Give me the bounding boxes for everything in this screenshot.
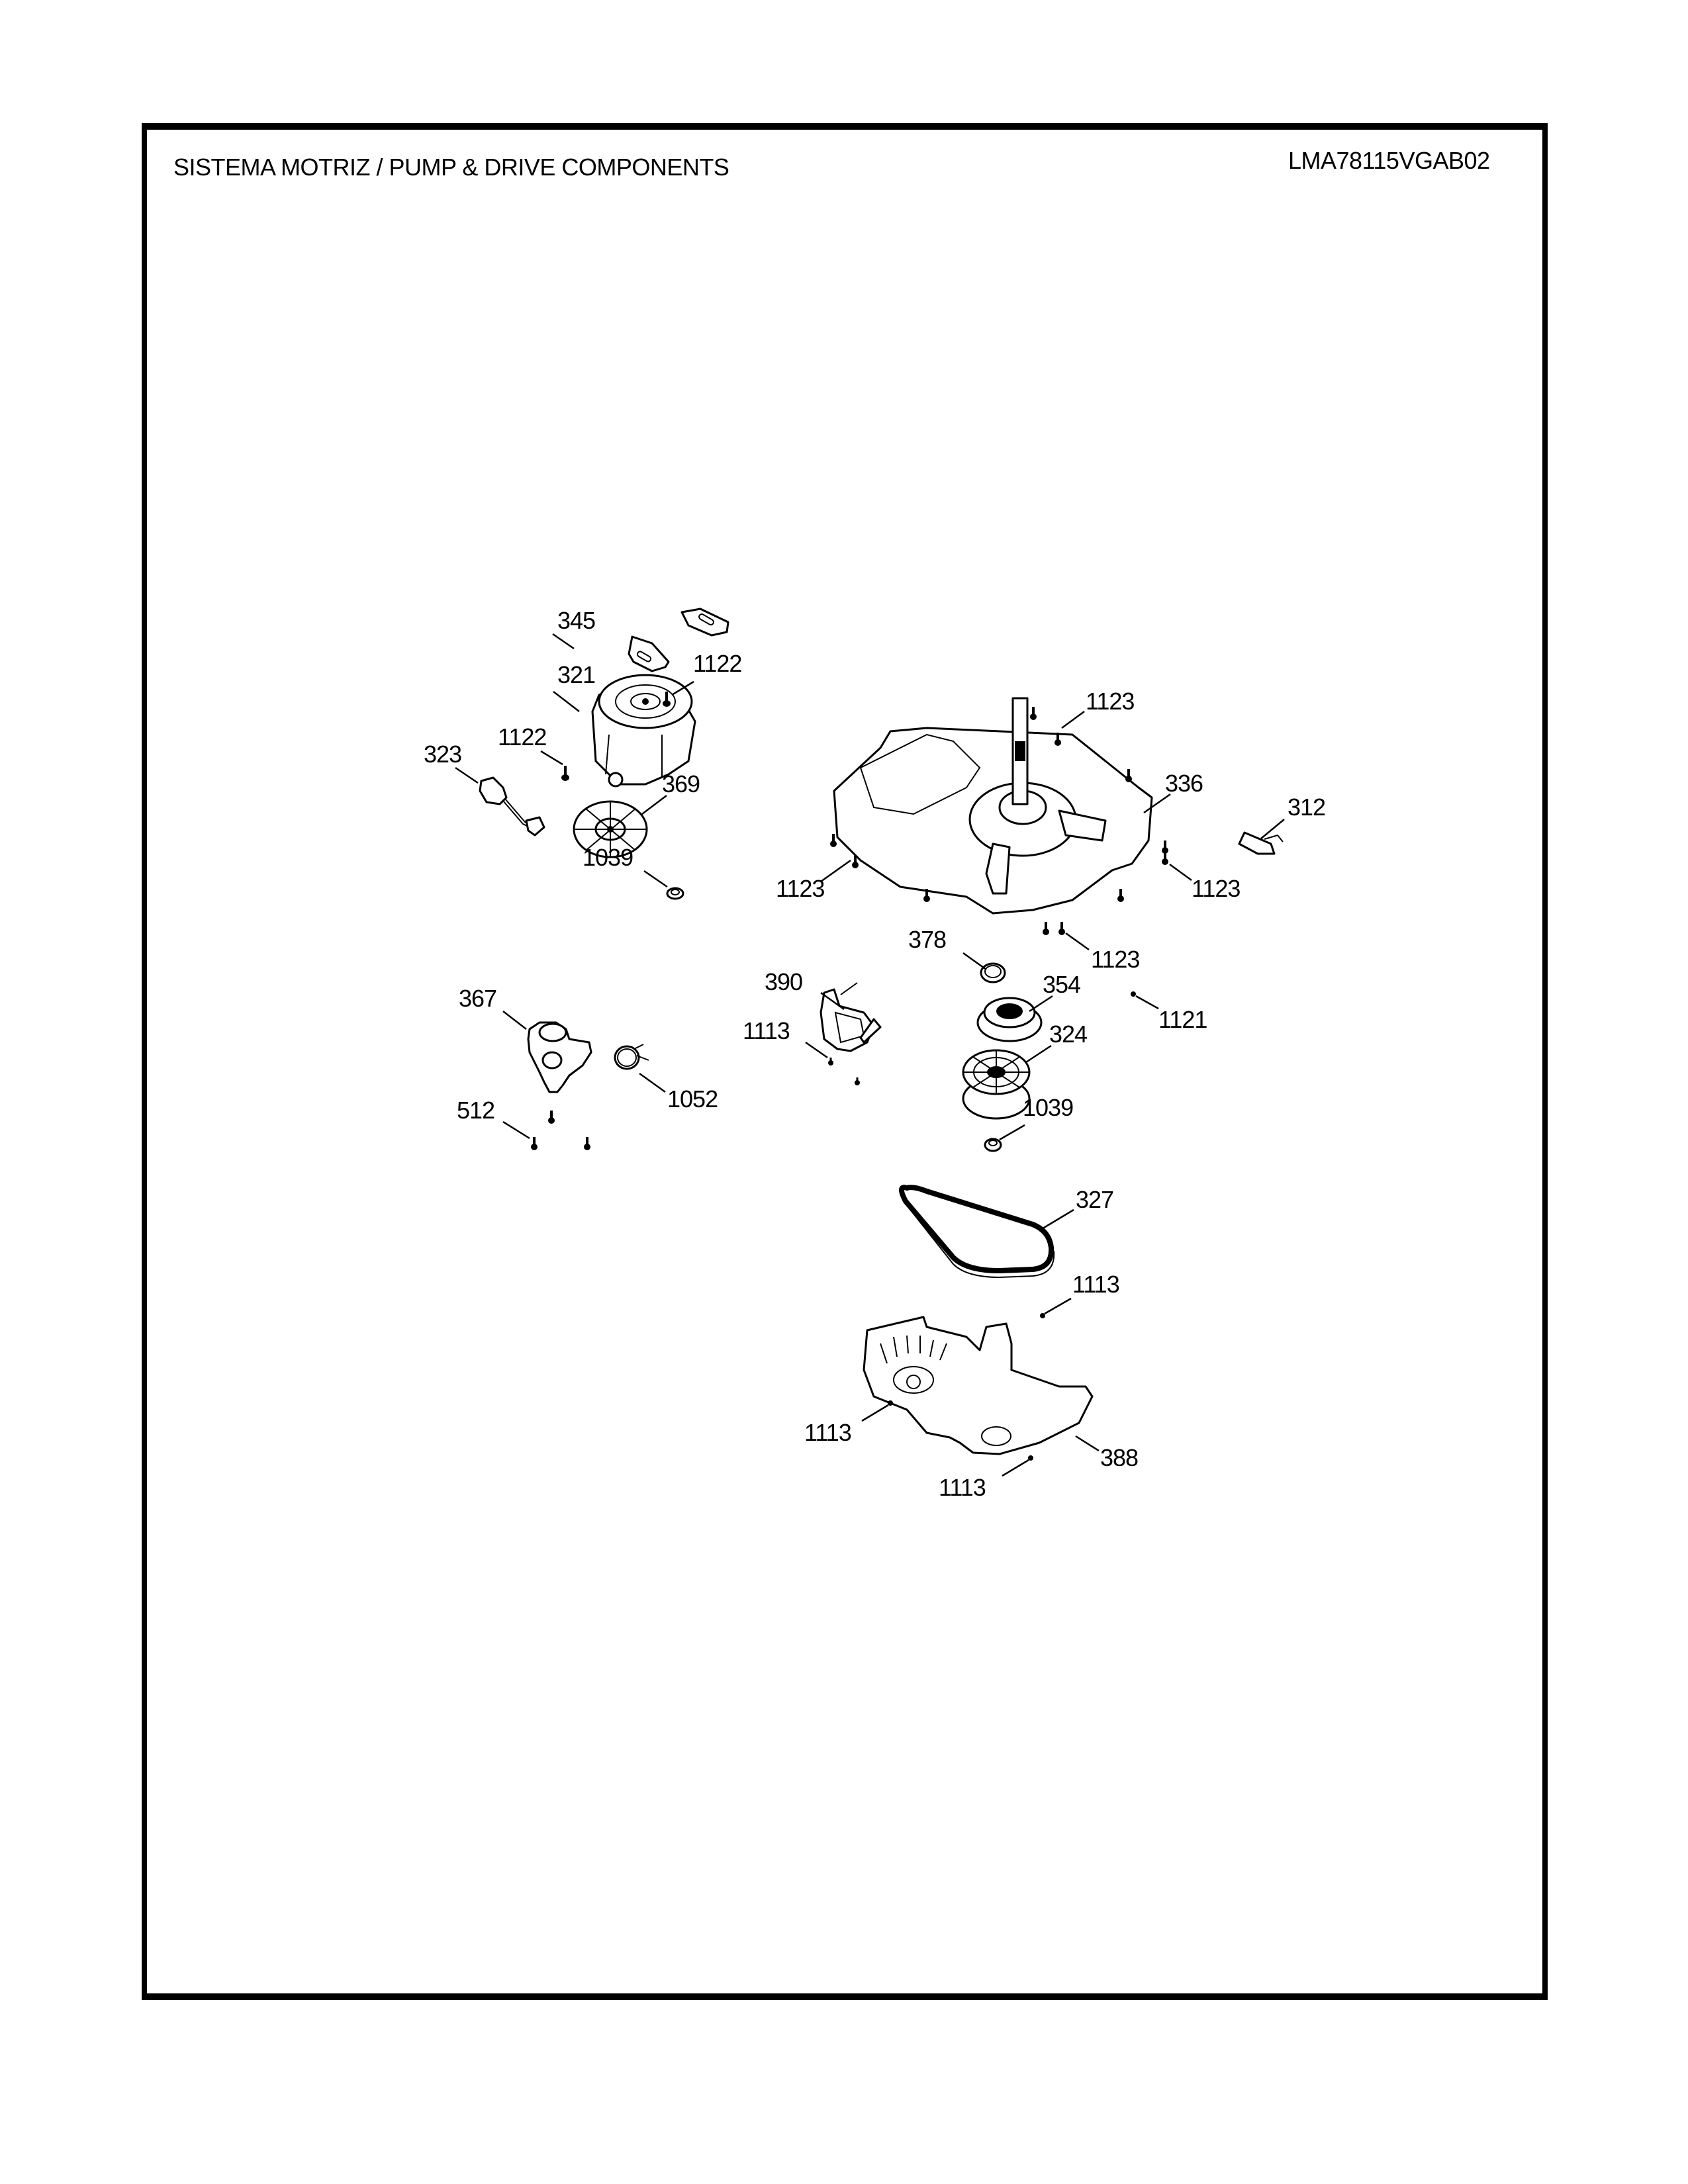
- callout-1039a: 1039: [583, 844, 633, 871]
- part-345-mount-pads: [628, 608, 729, 672]
- callout-1123c: 1123: [1192, 875, 1240, 902]
- leader-345: [552, 633, 575, 650]
- leader-1123c: [1169, 863, 1192, 882]
- callout-324: 324: [1049, 1021, 1087, 1048]
- screw-icon: [888, 1400, 893, 1406]
- screw-icon: [531, 1137, 538, 1150]
- leader-354: [1029, 995, 1053, 1013]
- screw-icon: [855, 1077, 860, 1085]
- callout-336: 336: [1165, 770, 1203, 797]
- leader-1121: [1135, 995, 1159, 1010]
- screw-icon: [1162, 841, 1168, 854]
- leader-1113d: [1002, 1459, 1029, 1477]
- callout-1113a: 1113: [743, 1017, 790, 1044]
- callout-1113c: 1113: [804, 1419, 851, 1446]
- part-324-transmission-pulley: [962, 1049, 1031, 1120]
- screw-icon: [828, 1058, 833, 1066]
- nut-icon: [666, 887, 684, 900]
- callout-1039b: 1039: [1023, 1094, 1073, 1121]
- callout-1122a: 1122: [693, 650, 741, 677]
- callout-1122b: 1122: [498, 723, 546, 751]
- leader-378: [962, 952, 987, 971]
- screw-icon: [548, 1111, 555, 1124]
- callout-367: 367: [459, 985, 496, 1012]
- callout-321: 321: [557, 661, 595, 688]
- callout-369: 369: [662, 770, 700, 797]
- screw-icon: [1028, 1455, 1033, 1461]
- diagram-title: SISTEMA MOTRIZ / PUMP & DRIVE COMPONENTS: [173, 154, 729, 181]
- leader-388: [1075, 1435, 1100, 1452]
- screw-icon: [1055, 733, 1061, 746]
- leader-323: [455, 766, 479, 784]
- part-367-drain-pump: [527, 1021, 592, 1093]
- leader-1122b: [540, 750, 563, 766]
- callout-378: 378: [908, 926, 946, 953]
- screw-icon: [663, 692, 671, 707]
- part-323-wire-harness: [479, 776, 545, 837]
- leader-369: [641, 795, 667, 815]
- screw-icon: [1058, 922, 1065, 935]
- leader-1123a: [1061, 710, 1085, 729]
- callout-1113b: 1113: [1072, 1271, 1119, 1298]
- leader-321: [553, 691, 580, 712]
- callout-323: 323: [424, 741, 461, 768]
- leader-1039b: [999, 1124, 1025, 1141]
- part-312-clip: [1238, 831, 1284, 855]
- callout-1113d: 1113: [939, 1474, 986, 1501]
- nut-icon: [984, 1138, 1002, 1152]
- callout-388: 388: [1100, 1444, 1138, 1471]
- leader-1123d: [1065, 932, 1090, 951]
- callout-327: 327: [1076, 1186, 1113, 1213]
- callout-312: 312: [1288, 794, 1325, 821]
- part-327-drive-belt: [899, 1185, 1055, 1279]
- leader-324: [1025, 1044, 1052, 1064]
- screw-icon: [1125, 769, 1132, 782]
- leader-1122a: [671, 680, 694, 696]
- callout-1123d: 1123: [1091, 946, 1139, 973]
- leader-1113c: [861, 1404, 889, 1422]
- screw-icon: [1131, 991, 1136, 997]
- model-number: LMA78115VGAB02: [1288, 147, 1490, 174]
- screw-icon: [852, 855, 859, 868]
- part-1052-hose-clamp: [614, 1044, 649, 1070]
- callout-1121: 1121: [1158, 1006, 1207, 1033]
- screw-icon: [561, 766, 569, 781]
- callout-390: 390: [765, 968, 802, 995]
- leader-1113b: [1044, 1297, 1072, 1315]
- part-321-drive-motor: [591, 674, 696, 788]
- callout-1123a: 1123: [1086, 688, 1134, 715]
- part-378-ring: [980, 962, 1006, 983]
- screw-icon: [830, 834, 837, 847]
- leader-312: [1260, 819, 1285, 839]
- screw-icon: [1043, 922, 1049, 935]
- part-369-motor-pulley: [573, 800, 648, 858]
- part-388-belt-cover: [863, 1316, 1094, 1455]
- leader-1052: [639, 1072, 666, 1093]
- leader-390: [820, 991, 845, 1011]
- part-336-transmission-base: [833, 697, 1153, 915]
- screw-icon: [923, 889, 930, 902]
- leader-1113a: [805, 1041, 828, 1059]
- screw-icon: [584, 1137, 590, 1150]
- screw-icon: [1030, 707, 1037, 720]
- screw-icon: [1040, 1313, 1045, 1318]
- callout-354: 354: [1043, 971, 1080, 998]
- screw-icon: [1162, 852, 1168, 865]
- callout-345: 345: [557, 607, 595, 634]
- callout-1123b: 1123: [776, 875, 824, 902]
- leader-1123b: [820, 859, 851, 883]
- diagram-frame: [142, 123, 1548, 2000]
- part-390-shift-actuator: [820, 982, 882, 1052]
- screw-icon: [1117, 889, 1124, 902]
- leader-327: [1040, 1208, 1074, 1231]
- leader-1039a: [643, 870, 668, 888]
- leader-336: [1143, 793, 1171, 814]
- part-354-coupling: [976, 997, 1043, 1042]
- leader-512: [502, 1120, 530, 1140]
- callout-1052: 1052: [667, 1085, 718, 1113]
- leader-367: [502, 1011, 527, 1030]
- callout-512: 512: [457, 1097, 494, 1124]
